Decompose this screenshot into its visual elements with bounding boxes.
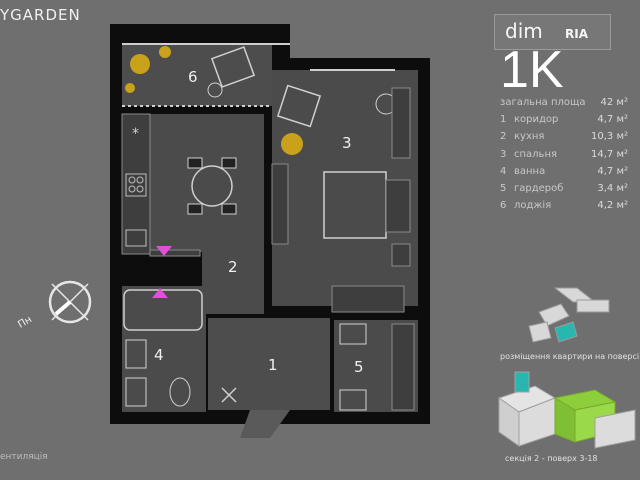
armchair-icon <box>210 46 256 88</box>
logo-dim-text: dim <box>505 19 543 43</box>
room-kitchen-ext <box>202 252 264 314</box>
apartment-highlight <box>554 321 578 343</box>
bathtub-icon <box>123 289 203 331</box>
dining-table-icon <box>191 165 233 207</box>
stove-icon <box>125 173 147 197</box>
location-caption: розміщення квартири на поверсі <box>500 352 640 361</box>
washer-icon <box>125 377 147 407</box>
room-corridor <box>208 318 330 410</box>
label-room-5: 5 <box>354 358 364 376</box>
total-area-value: 42 м² <box>600 97 628 109</box>
compass-ring <box>48 280 92 324</box>
compass <box>48 280 92 324</box>
total-area-label: загальна площа <box>500 97 586 109</box>
label-room-6: 6 <box>188 68 198 86</box>
floor-plan: * 6 2 3 4 1 5 <box>110 24 430 438</box>
dim-ria-logo: dim RIA <box>494 14 611 50</box>
bedroom-closet <box>331 285 405 313</box>
north-arrow-icon <box>54 300 72 316</box>
label-room-1: 1 <box>268 356 278 374</box>
plant-bedroom-icon <box>281 133 303 155</box>
section-building-render <box>497 371 636 449</box>
wardrobe-bedroom <box>271 163 289 245</box>
vent-marker-bath <box>152 288 168 298</box>
toilet-icon <box>169 377 191 407</box>
logo-ria-text: RIA <box>565 27 588 41</box>
section-caption: секція 2 - поверх 3-18 <box>505 454 598 463</box>
armchair-bedroom-icon <box>276 84 322 128</box>
washbasin-icon <box>125 339 147 369</box>
total-area-row: загальна площа 42 м² <box>500 94 628 111</box>
hood-icon: * <box>132 126 139 142</box>
label-room-4: 4 <box>154 346 164 364</box>
floor-location-map <box>528 287 610 343</box>
vent-marker-kitchen <box>156 246 172 256</box>
ventilation-note: ентиляція <box>0 452 48 462</box>
label-room-3: 3 <box>342 134 352 152</box>
plant-icon <box>130 54 150 74</box>
kitchen-counter <box>121 113 151 255</box>
apartment-code: 1K <box>500 41 564 99</box>
label-room-2: 2 <box>228 258 238 276</box>
compass-label: Пн <box>16 314 34 331</box>
sink-icon <box>125 229 147 247</box>
brand-logo: YGARDEN <box>0 6 81 24</box>
room-bathroom <box>122 286 206 412</box>
